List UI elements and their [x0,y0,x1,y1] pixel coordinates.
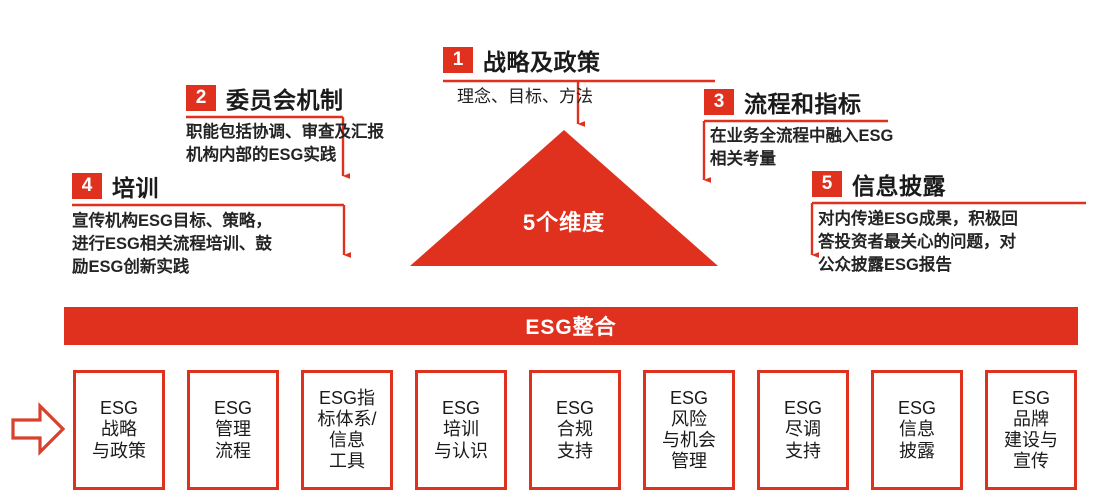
section-4-number: 4 [72,173,102,199]
section-3-number: 3 [704,89,734,115]
section-4-body: 宣传机构ESG目标、策略， 进行ESG相关流程培训、鼓 励ESG创新实践 [72,212,272,276]
section-2-committee-mechanism: 2 委员会机制 职能包括协调、审查及汇报 机构内部的ESG实践 [186,83,384,167]
section-4-header: 4 培训 [72,171,272,201]
outcome-box-esg-disclosure[interactable]: ESG 信息 披露 [871,370,963,490]
section-1-body: 理念、目标、方法 [457,87,593,106]
section-2-header: 2 委员会机制 [186,83,384,113]
outcome-box-esg-management-process[interactable]: ESG 管理 流程 [187,370,279,490]
section-1-title: 战略及政策 [483,49,601,75]
outcome-box-esg-risk-opportunity[interactable]: ESG 风险 与机会 管理 [643,370,735,490]
outcome-box-esg-indicator-system[interactable]: ESG指 标体系/ 信息 工具 [301,370,393,490]
right-chevron-arrow-icon [11,402,66,456]
outcome-box-esg-due-diligence[interactable]: ESG 尽调 支持 [757,370,849,490]
section-5-information-disclosure: 5 信息披露 对内传递ESG成果，积极回 答投资者最关心的问题，对 公众披露ES… [812,169,1018,276]
pyramid-shape [410,130,718,266]
section-2-title: 委员会机制 [226,87,344,113]
section-4-title: 培训 [112,175,159,201]
section-2-body: 职能包括协调、审查及汇报 机构内部的ESG实践 [186,123,384,164]
section-2-number: 2 [186,85,216,111]
section-1-header: 1 战略及政策 [443,45,601,75]
section-5-title: 信息披露 [852,173,946,199]
pyramid-label: 5个维度 [522,210,606,235]
outcome-box-esg-strategy-policy[interactable]: ESG 战略 与政策 [73,370,165,490]
section-3-process-indicators: 3 流程和指标 在业务全流程中融入ESG 相关考量 [704,87,893,171]
outcome-box-esg-compliance-support[interactable]: ESG 合规 支持 [529,370,621,490]
section-4-training: 4 培训 宣传机构ESG目标、策略， 进行ESG相关流程培训、鼓 励ESG创新实… [72,171,272,278]
section-5-header: 5 信息披露 [812,169,1018,199]
section-3-title: 流程和指标 [744,91,862,117]
section-3-header: 3 流程和指标 [704,87,893,117]
outcome-box-esg-training-awareness[interactable]: ESG 培训 与认识 [415,370,507,490]
section-1-number: 1 [443,47,473,73]
esg-integration-bar: ESG整合 [64,307,1078,345]
section-5-number: 5 [812,171,842,197]
section-3-body: 在业务全流程中融入ESG 相关考量 [710,127,894,168]
section-5-body: 对内传递ESG成果，积极回 答投资者最关心的问题，对 公众披露ESG报告 [818,210,1018,274]
outcome-box-esg-brand-building[interactable]: ESG 品牌 建设与 宣传 [985,370,1077,490]
section-1-strategy-policy: 1 战略及政策 理念、目标、方法 [443,45,601,108]
outcome-box-row: ESG 战略 与政策 ESG 管理 流程 ESG指 标体系/ 信息 工具 ESG… [0,370,1104,492]
